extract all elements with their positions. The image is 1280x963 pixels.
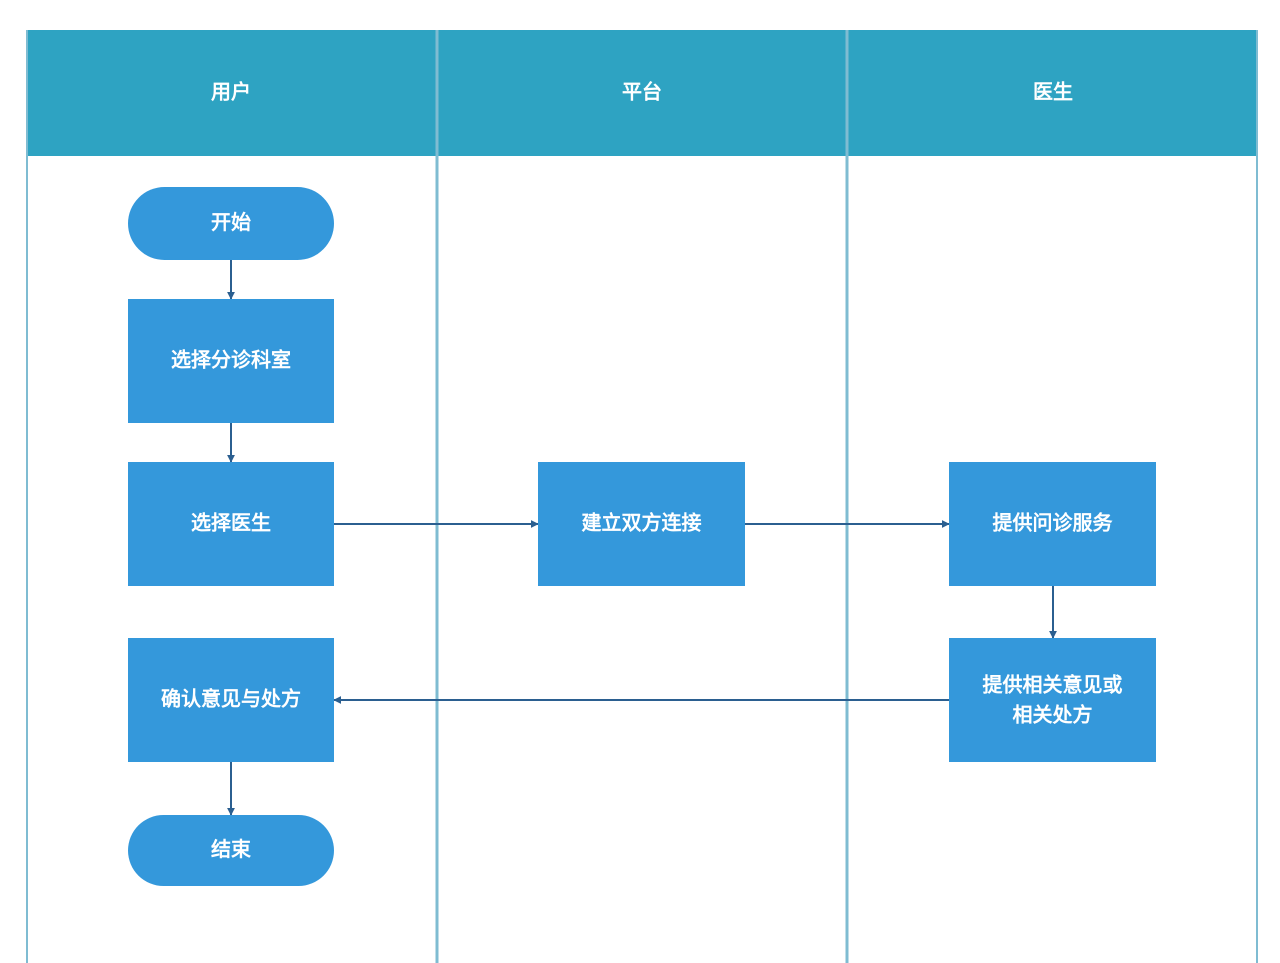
node-select-doctor-shape [128, 462, 334, 586]
node-provide-advice: 提供相关意见或 相关处方 [949, 638, 1156, 762]
node-start: 开始 [128, 187, 334, 260]
node-confirm-advice-shape [128, 638, 334, 762]
node-confirm-advice-label: 确认意见与处方 [161, 687, 301, 711]
node-select-doctor: 选择医生 [128, 462, 334, 586]
node-select-department-label: 选择分诊科室 [171, 348, 291, 372]
node-select-department: 选择分诊科室 [128, 299, 334, 423]
lane-title-doctor: 医生 [1033, 80, 1073, 104]
lane-title-user: 用户 [211, 80, 251, 104]
node-provide-advice-label-line-1: 提供相关意见或 [983, 673, 1123, 697]
node-select-department-shape [128, 299, 334, 423]
node-provide-advice-shape [949, 638, 1156, 762]
lane-title-platform: 平台 [622, 80, 662, 104]
node-build-connection-label: 建立双方连接 [582, 511, 702, 535]
node-select-doctor-label: 选择医生 [191, 511, 271, 535]
node-provide-consultation-shape [949, 462, 1156, 586]
node-provide-advice-label-line-2: 相关处方 [1013, 703, 1093, 727]
node-provide-consultation-label: 提供问诊服务 [993, 511, 1114, 535]
node-end: 结束 [128, 815, 334, 886]
node-start-label: 开始 [211, 210, 251, 234]
node-start-shape [128, 187, 334, 260]
node-confirm-advice: 确认意见与处方 [128, 638, 334, 762]
node-build-connection: 建立双方连接 [538, 462, 745, 586]
node-build-connection-shape [538, 462, 745, 586]
node-provide-consultation: 提供问诊服务 [949, 462, 1156, 586]
lanes-header [26, 30, 1258, 156]
node-end-label: 结束 [211, 837, 252, 861]
node-end-shape [128, 815, 334, 886]
